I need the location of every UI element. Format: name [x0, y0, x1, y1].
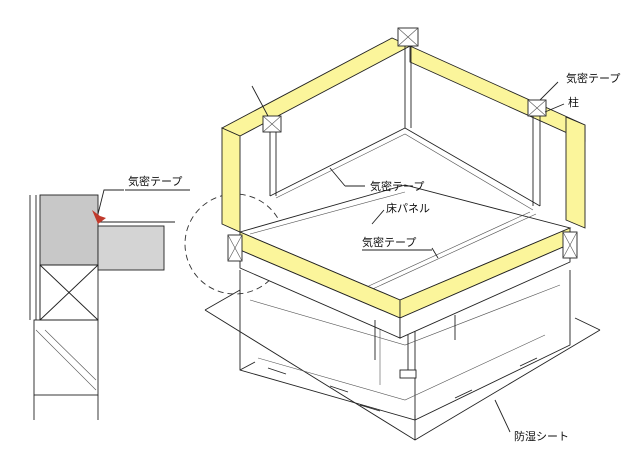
section-detail: 気密テープ: [29, 174, 190, 420]
label-airtight-tape-top: 気密テープ: [566, 71, 620, 85]
label-column: 柱: [568, 95, 579, 109]
wall-tape-left: [220, 37, 412, 137]
wall-frame: [220, 27, 586, 233]
wall-tape-right: [409, 45, 586, 142]
foundation: [204, 270, 601, 441]
label-airtight-tape-floor: 気密テープ: [362, 235, 416, 249]
label-floor-panel: 床パネル: [386, 201, 430, 215]
wall-tape-right-vertical: [565, 116, 586, 229]
label-airtight-tape-detail: 気密テープ: [128, 174, 182, 188]
red-tape-mark: [92, 210, 106, 224]
label-airtight-tape-wall: 気密テープ: [370, 179, 424, 193]
labels: 気密テープ 柱 気密テープ 床パネル 気密テープ 防湿シート: [329, 71, 620, 443]
floor-slab: [227, 184, 578, 379]
insulation-block: [39, 194, 99, 266]
wall-tape-left-vertical: [221, 127, 241, 233]
floor-panel-section: [97, 225, 165, 271]
label-moisture-sheet: 防湿シート: [514, 429, 569, 443]
